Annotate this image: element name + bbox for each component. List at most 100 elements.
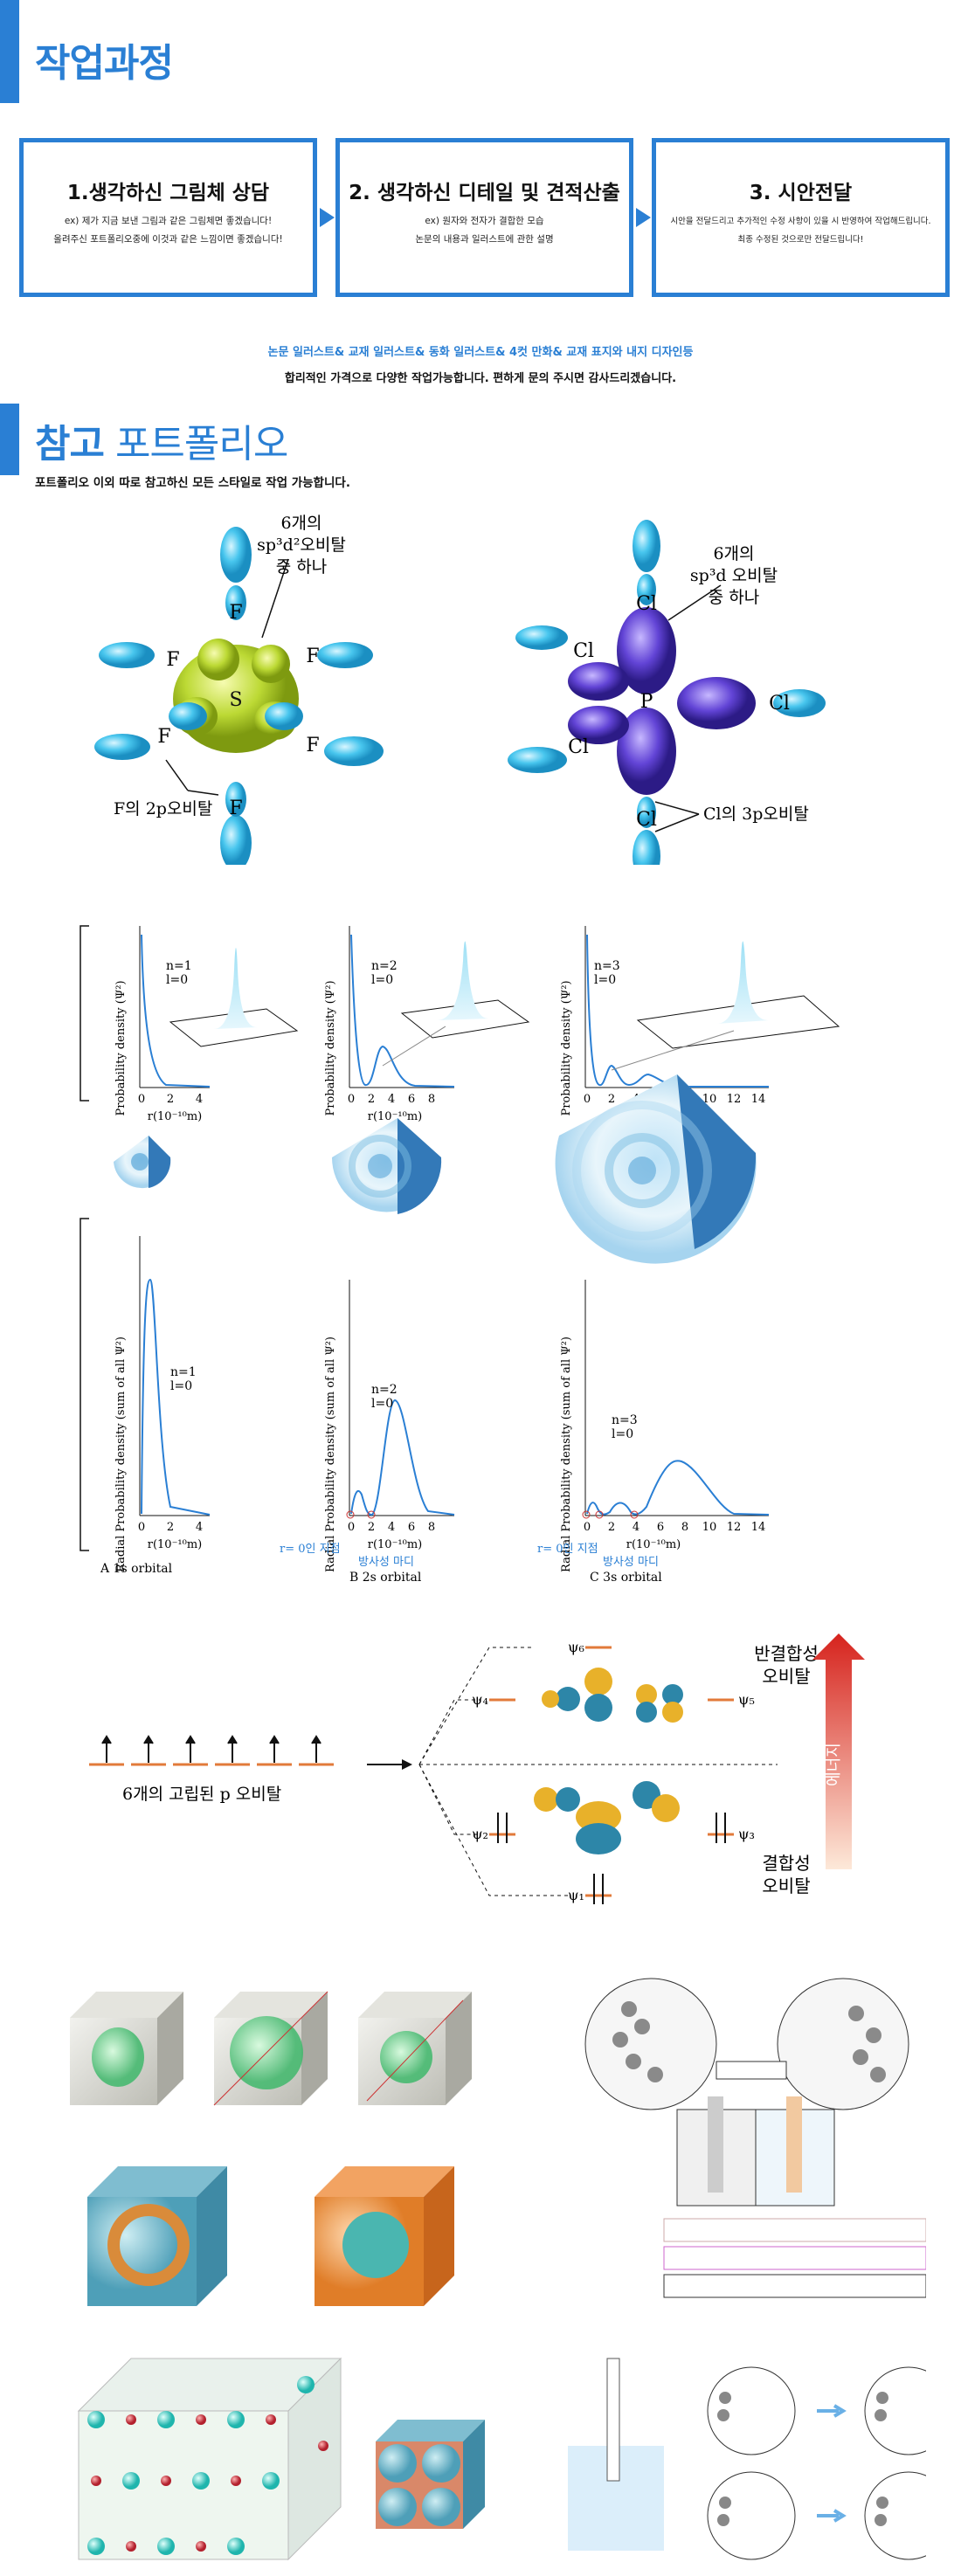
ligand-label: F bbox=[157, 726, 170, 748]
antibonding-label: 반결합성 bbox=[754, 1643, 819, 1664]
plot-2s-density: Probability density (Ψ²) n=2l=0 0 2 4 6 … bbox=[324, 926, 530, 1123]
svg-text:r(10⁻¹⁰m): r(10⁻¹⁰m) bbox=[368, 1110, 423, 1123]
step-line: 올려주신 포트폴리오중에 이것과 같은 느낌이면 좋겠습니다! bbox=[53, 234, 283, 245]
step-arrow-icon bbox=[636, 208, 651, 227]
ligand-label: F bbox=[306, 646, 319, 667]
psi6: ψ₆ bbox=[568, 1639, 584, 1655]
svg-text:l=0: l=0 bbox=[371, 973, 393, 987]
svg-text:l=0: l=0 bbox=[594, 973, 616, 987]
svg-text:6: 6 bbox=[408, 1093, 415, 1106]
plot-2s-radial: Radial Probability density (sum of all Ψ… bbox=[280, 1280, 455, 1581]
ligand-label: F bbox=[306, 735, 319, 756]
fcc-cube-3 bbox=[358, 1992, 472, 2105]
fcc-cube-2 bbox=[213, 1991, 328, 2106]
svg-text:방사성 마디: 방사성 마디 bbox=[358, 1556, 414, 1569]
f-lobe bbox=[225, 782, 246, 817]
svg-text:r= 0인 지점: r= 0인 지점 bbox=[537, 1543, 598, 1556]
svg-text:12: 12 bbox=[727, 1521, 742, 1534]
step-title: 2. 생각하신 디테일 및 견적산출 bbox=[349, 182, 620, 204]
svg-text:n=1: n=1 bbox=[166, 959, 192, 973]
svg-text:중 하나: 중 하나 bbox=[709, 588, 759, 607]
center-atom-label: P bbox=[640, 691, 653, 713]
svg-text:2: 2 bbox=[167, 1093, 174, 1106]
svg-text:오비탈: 오비탈 bbox=[762, 1875, 810, 1896]
svg-text:Cl: Cl bbox=[636, 593, 657, 615]
svg-text:10: 10 bbox=[702, 1521, 717, 1534]
svg-text:ψ₃: ψ₃ bbox=[738, 1826, 755, 1842]
svg-text:Probability density (Ψ²): Probability density (Ψ²) bbox=[324, 980, 337, 1115]
mo-orbital-shapes bbox=[534, 1668, 683, 1854]
f-lobe bbox=[225, 585, 246, 620]
svg-text:2: 2 bbox=[368, 1521, 375, 1534]
sphere-3s bbox=[555, 1074, 757, 1264]
step-line: ex) 원자와 전자가 결합한 모습 bbox=[425, 216, 544, 226]
f-lobe bbox=[94, 734, 150, 760]
fcc-cube-1 bbox=[70, 1992, 183, 2105]
svg-text:n=2: n=2 bbox=[371, 959, 398, 973]
mol1-label-count: 6개의 bbox=[280, 514, 321, 533]
section-title-process: 작업과정 bbox=[35, 41, 174, 86]
svg-text:4: 4 bbox=[196, 1093, 203, 1106]
svg-text:0: 0 bbox=[584, 1521, 591, 1534]
svg-text:l=0: l=0 bbox=[166, 973, 188, 987]
notice-text: 합리적인 가격으로 다양한 작업가능합니다. 편하게 문의 주시면 감사드리겠습… bbox=[284, 372, 677, 385]
svg-text:8: 8 bbox=[681, 1521, 688, 1534]
density-plots: Probability density (Ψ²) n=1l=0 0 2 4 r(… bbox=[80, 925, 840, 1581]
svg-text:Probability density (Ψ²): Probability density (Ψ²) bbox=[560, 980, 573, 1115]
electrochemical-apparatus bbox=[584, 1978, 926, 2298]
mol1-label-hybrid: sp³d²오비탈 bbox=[257, 535, 346, 555]
step-line: ex) 제가 지금 보낸 그림과 같은 그림체면 좋겠습니다! bbox=[64, 216, 273, 226]
svg-text:6개의: 6개의 bbox=[713, 544, 754, 563]
sf6-molecule: S F F F F F F bbox=[94, 527, 384, 865]
f-lobe bbox=[99, 642, 155, 668]
sphere-cube bbox=[376, 2420, 485, 2529]
ligand-label: F bbox=[166, 649, 179, 671]
svg-text:Radial Probability density (su: Radial Probability density (sum of all Ψ… bbox=[114, 1336, 128, 1572]
svg-text:4: 4 bbox=[388, 1521, 395, 1534]
svg-text:Probability density (Ψ²): Probability density (Ψ²) bbox=[114, 980, 128, 1115]
step-title: 1.생각하신 그림체 상담 bbox=[66, 182, 270, 204]
svg-text:0: 0 bbox=[138, 1093, 145, 1106]
svg-text:0: 0 bbox=[348, 1093, 355, 1106]
svg-text:Radial Probability density (su: Radial Probability density (sum of all Ψ… bbox=[324, 1336, 337, 1572]
portfolio-subtitle: 포트폴리오 이외 따로 참고하신 모든 스타일로 작업 가능합니다. bbox=[35, 476, 350, 490]
step-card-2: 2. 생각하신 디테일 및 견적산출 ex) 원자와 전자가 결합한 모습 논문… bbox=[335, 138, 633, 297]
plot-3s-density: Probability density (Ψ²) n=3l=0 0 2 4 6 … bbox=[560, 926, 840, 1123]
svg-text:2: 2 bbox=[368, 1093, 375, 1106]
svg-text:C 3s orbital: C 3s orbital bbox=[590, 1571, 662, 1581]
ligand-label: F bbox=[229, 798, 242, 819]
svg-text:n=1: n=1 bbox=[170, 1365, 197, 1379]
svg-text:A 1s orbital: A 1s orbital bbox=[100, 1562, 173, 1576]
mol1-label-one: 중 하나 bbox=[276, 557, 327, 577]
svg-text:10: 10 bbox=[702, 1093, 717, 1106]
svg-text:8: 8 bbox=[428, 1093, 435, 1106]
svg-text:6: 6 bbox=[657, 1521, 664, 1534]
mo-diagram: 6개의 고립된 p 오비탈 ψ₆ ψ₄ ψ₅ ψ₂ ψ₃ ψ₁ 반결합성 오비탈… bbox=[89, 1633, 865, 1904]
svg-text:2: 2 bbox=[608, 1521, 615, 1534]
svg-text:Radial Probability density (su: Radial Probability density (sum of all Ψ… bbox=[560, 1336, 573, 1572]
svg-text:Cl: Cl bbox=[573, 640, 594, 662]
svg-text:14: 14 bbox=[751, 1521, 766, 1534]
step-card-3: 3. 시안전달 시안을 전달드리고 추가적인 수정 사항이 있을 시 반영하여 … bbox=[652, 138, 950, 297]
ligand-label: F bbox=[229, 602, 242, 624]
step-title: 3. 시안전달 bbox=[749, 182, 853, 204]
energy-label: 에너지 bbox=[825, 1743, 843, 1786]
svg-text:r(10⁻¹⁰m): r(10⁻¹⁰m) bbox=[368, 1538, 423, 1551]
svg-text:Cl: Cl bbox=[636, 809, 657, 831]
plot-1s-radial: Radial Probability density (sum of all Ψ… bbox=[100, 1236, 211, 1576]
svg-text:6: 6 bbox=[408, 1521, 415, 1534]
svg-text:l=0: l=0 bbox=[170, 1379, 192, 1393]
bonding-label: 결합성 bbox=[762, 1853, 810, 1874]
mol1-label-ligand-orbital: F의 2p오비탈 bbox=[114, 799, 212, 818]
svg-text:r(10⁻¹⁰m): r(10⁻¹⁰m) bbox=[148, 1110, 203, 1123]
sphere-2s bbox=[332, 1118, 442, 1214]
svg-text:4: 4 bbox=[196, 1521, 203, 1534]
svg-text:12: 12 bbox=[727, 1093, 742, 1106]
svg-text:8: 8 bbox=[428, 1521, 435, 1534]
step-card-1: 1.생각하신 그림체 상담 ex) 제가 지금 보낸 그림과 같은 그림체면 좋… bbox=[19, 138, 317, 297]
svg-text:오비탈: 오비탈 bbox=[762, 1666, 810, 1687]
f-lobe bbox=[317, 642, 373, 668]
f-lobe bbox=[220, 527, 252, 583]
svg-text:0: 0 bbox=[348, 1521, 355, 1534]
svg-text:방사성 마디: 방사성 마디 bbox=[603, 1556, 659, 1569]
